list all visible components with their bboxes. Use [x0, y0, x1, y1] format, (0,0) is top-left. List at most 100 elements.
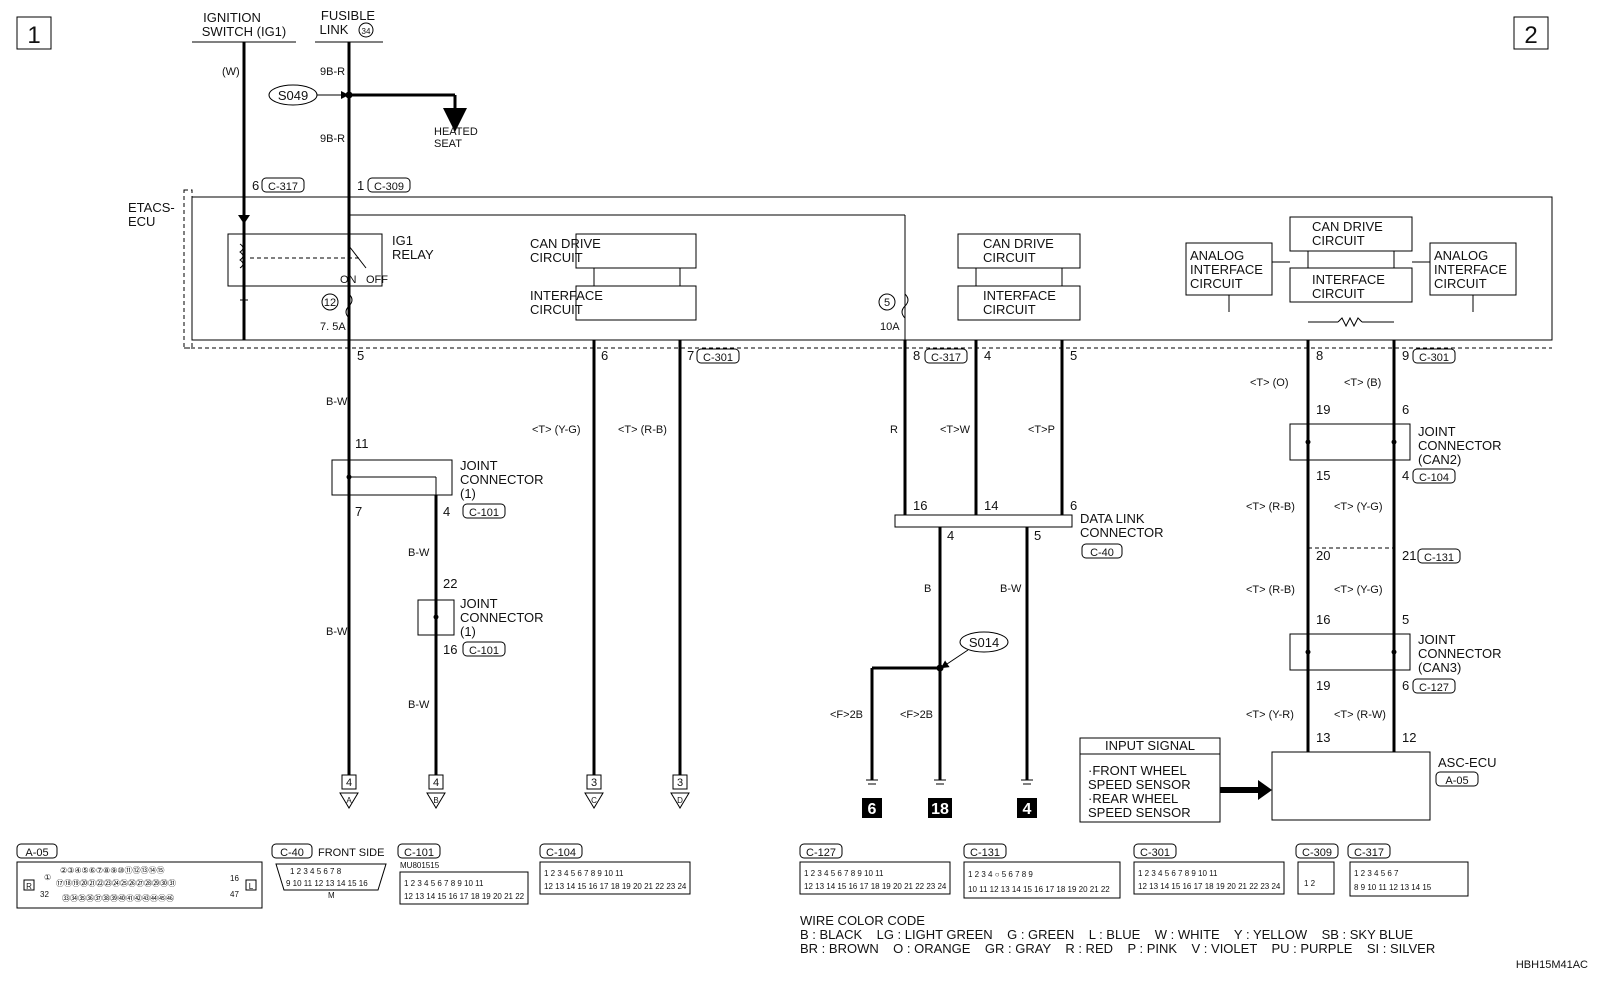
connector-c104: C-104: [1412, 468, 1456, 484]
pin-14-dlc: 14: [984, 498, 998, 513]
svg-text:1 2: 1 2: [1304, 879, 1316, 888]
pin-16-dlc: 16: [913, 498, 927, 513]
connector-view-c317: C-317 1 2 3 4 5 6 7 8 9 10 11 12 13 14 1…: [1347, 843, 1469, 897]
pin-6-etacs: 6: [601, 348, 608, 363]
svg-text:LINK: LINK: [320, 22, 349, 37]
fusible-link-label: FUSIBLE LINK 34: [315, 8, 383, 43]
wire-code-to: <T> (O): [1250, 377, 1289, 389]
pin-6-dlc: 6: [1070, 498, 1077, 513]
wire-code-tyr: <T> (Y-R): [1246, 709, 1294, 721]
wire-code-f2b-right: <F>2B: [900, 709, 933, 721]
pin-19-can2: 19: [1316, 402, 1330, 417]
svg-text:FUSIBLE: FUSIBLE: [321, 8, 376, 23]
svg-text:INTERFACE: INTERFACE: [1312, 272, 1385, 287]
svg-text:INTERFACE: INTERFACE: [983, 288, 1056, 303]
svg-text:C-131: C-131: [970, 847, 1000, 859]
can-drive-circuit-left: CAN DRIVE CIRCUIT INTERFACE CIRCUIT: [530, 233, 697, 321]
svg-text:8 9 10 11 12 13 14 15: 8 9 10 11 12 13 14 15: [1354, 883, 1432, 892]
svg-text:9 10 11 12 13 14 15 16: 9 10 11 12 13 14 15 16: [286, 879, 368, 888]
pin-21: 21: [1402, 548, 1416, 563]
pin-11: 11: [355, 436, 369, 451]
svg-text:D: D: [677, 796, 683, 805]
pin-6-can2: 6: [1402, 402, 1409, 417]
etacs-ecu: ETACS- ECU: [128, 189, 1553, 349]
svg-text:S014: S014: [969, 635, 999, 650]
svg-text:3: 3: [677, 777, 683, 789]
svg-text:WIRE COLOR CODE: WIRE COLOR CODE: [800, 913, 925, 928]
svg-text:A: A: [346, 796, 352, 805]
svg-text:C-104: C-104: [546, 847, 576, 859]
page-number-right: 2: [1513, 16, 1549, 50]
pin-1-top: 1: [357, 178, 364, 193]
svg-text:JOINT: JOINT: [1418, 632, 1456, 647]
svg-text:JOINT: JOINT: [1418, 424, 1456, 439]
connector-c317-top: C-317: [261, 177, 305, 193]
svg-text:·FRONT WHEEL: ·FRONT WHEEL: [1088, 763, 1187, 778]
connector-c301-left: C-301: [696, 348, 740, 364]
connector-view-c301: C-301 1 2 3 4 5 6 7 8 9 10 11 12 13 14 1…: [1133, 843, 1285, 895]
pin-4-etacs: 4: [984, 348, 991, 363]
svg-text:32: 32: [40, 890, 49, 899]
connector-view-a05: A-05 R ① 32 ②③④⑤⑥⑦⑧⑨⑩⑪⑫⑬⑭⑮ ⑰⑱⑲⑳㉑㉒㉓㉔㉕㉖㉗㉘㉙…: [16, 843, 263, 909]
svg-text:INTERFACE: INTERFACE: [1190, 262, 1263, 277]
pin-22: 22: [443, 576, 457, 591]
svg-text:ECU: ECU: [128, 214, 155, 229]
terminal-4b: 4 B: [426, 774, 446, 809]
svg-text:(1): (1): [460, 486, 476, 501]
fuse-5: 5 10A: [878, 293, 909, 333]
pin-12: 12: [1402, 730, 1416, 745]
wire-code-bw-dlc: B-W: [1000, 583, 1022, 595]
pin-16-can3: 16: [1316, 612, 1330, 627]
svg-text:CONNECTOR: CONNECTOR: [460, 610, 544, 625]
connector-view-c104: C-104 1 2 3 4 5 6 7 8 9 10 11 12 13 14 1…: [539, 843, 691, 895]
svg-text:A-05: A-05: [1445, 775, 1468, 787]
ignition-switch-label: IGNITION SWITCH (IG1): [192, 10, 296, 43]
svg-text:12 13 14 15 16 17 18 19 20 21: 12 13 14 15 16 17 18 19 20 21 22 23 24: [1138, 882, 1281, 891]
wire-code-f2b-left: <F>2B: [830, 709, 863, 721]
page-number-left: 1: [16, 16, 52, 50]
wire-code-r: R: [890, 424, 898, 436]
can-drive-circuit-right: CAN DRIVE CIRCUIT INTERFACE CIRCUIT: [1289, 216, 1413, 328]
svg-text:INTERFACE: INTERFACE: [530, 288, 603, 303]
svg-text:12 13 14 15 16 17 18 19 20 21: 12 13 14 15 16 17 18 19 20 21 22: [404, 892, 525, 901]
pin-16-joint: 16: [443, 642, 457, 657]
fuse-12: 12 7. 5A: [320, 293, 353, 333]
wire-code-b: B: [924, 583, 931, 595]
svg-text:C-317: C-317: [1354, 847, 1384, 859]
svg-text:M: M: [328, 891, 335, 900]
pin-6-can3: 6: [1402, 678, 1409, 693]
pin-5-dlc: 5: [1034, 528, 1041, 543]
pin-9-etacs: 9: [1402, 348, 1409, 363]
svg-text:ASC-ECU: ASC-ECU: [1438, 755, 1497, 770]
wire-code-tw: <T>W: [940, 424, 971, 436]
wire-code-trb-1: <T> (R-B): [1246, 501, 1295, 513]
svg-text:·REAR WHEEL: ·REAR WHEEL: [1088, 791, 1178, 806]
ground-18: 18: [928, 779, 952, 818]
connector-view-c127: C-127 1 2 3 4 5 6 7 8 9 10 11 12 13 14 1…: [799, 843, 951, 895]
svg-text:C-101: C-101: [469, 507, 499, 519]
svg-text:L: L: [249, 882, 254, 891]
svg-text:C-127: C-127: [1419, 682, 1449, 694]
pin-19-can3: 19: [1316, 678, 1330, 693]
connector-view-c101: C-101 MU801515 1 2 3 4 5 6 7 8 9 10 11 1…: [397, 843, 529, 905]
connector-view-c131: C-131 1 2 3 4 ○ 5 6 7 8 9 10 11 12 13 14…: [963, 843, 1121, 899]
svg-text:SWITCH (IG1): SWITCH (IG1): [202, 24, 287, 39]
svg-text:C: C: [591, 796, 597, 805]
pin-20: 20: [1316, 548, 1330, 563]
svg-text:CIRCUIT: CIRCUIT: [530, 302, 583, 317]
terminal-3d: 3 D: [670, 774, 690, 809]
can-drive-circuit-middle: CAN DRIVE CIRCUIT INTERFACE CIRCUIT: [957, 233, 1081, 321]
svg-text:JOINT: JOINT: [460, 458, 498, 473]
svg-text:CONNECTOR: CONNECTOR: [460, 472, 544, 487]
svg-text:C-40: C-40: [280, 847, 304, 859]
svg-text:JOINT: JOINT: [460, 596, 498, 611]
svg-text:1 2 3 4 5 6 7: 1 2 3 4 5 6 7: [1354, 869, 1399, 878]
svg-text:1 2 3 4 5 6 7 8 9 10 11: 1 2 3 4 5 6 7 8 9 10 11: [1138, 869, 1218, 878]
pin-7-joint: 7: [355, 504, 362, 519]
analog-interface-left: ANALOG INTERFACE CIRCUIT: [1185, 242, 1290, 312]
svg-text:C-131: C-131: [1424, 552, 1454, 564]
svg-text:1 2 3 4 5 6 7 8 9 10 11: 1 2 3 4 5 6 7 8 9 10 11: [404, 879, 484, 888]
joint-connector-can3: JOINT CONNECTOR (CAN3): [1289, 632, 1502, 675]
data-link-connector: DATA LINK CONNECTOR C-40: [894, 511, 1164, 559]
